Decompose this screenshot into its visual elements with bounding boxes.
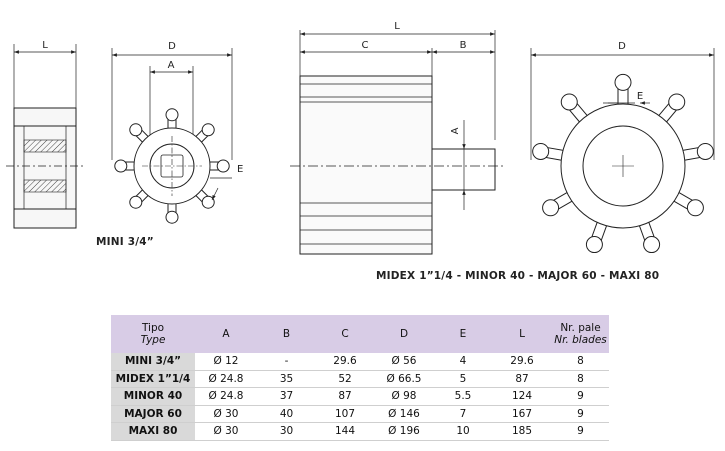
cell-d: Ø 98: [374, 387, 434, 406]
cell-l: 185: [492, 422, 552, 441]
cell-c: 87: [316, 387, 374, 406]
dimensions-table: Tipo Type A B C D E L Nr. pale Nr. blade…: [111, 315, 609, 441]
big-side-label-a: A: [450, 127, 461, 134]
cell-type: MAJOR 60: [111, 405, 195, 423]
cell-b: 35: [257, 370, 316, 388]
table-header-row: Tipo Type A B C D E L Nr. pale Nr. blade…: [111, 315, 609, 353]
header-blades-en: Nr. blades: [554, 334, 607, 346]
mini-impeller-blade-tip: [216, 159, 230, 173]
big-side-label-l: L: [394, 21, 400, 32]
table-row: MINOR 40 Ø 24.8 37 87 Ø 98 5.5 124 9: [111, 387, 609, 406]
cell-c: 144: [316, 422, 374, 441]
cell-d: Ø 146: [374, 405, 434, 423]
mini-front-label-a: A: [168, 60, 175, 71]
cell-d: Ø 56: [374, 353, 434, 371]
table-row: MAJOR 60 Ø 30 40 107 Ø 146 7 167 9: [111, 405, 609, 423]
cell-c: 107: [316, 405, 374, 423]
cell-e: 5: [434, 370, 492, 388]
cell-type: MIDEX 1”1/4: [111, 370, 195, 388]
header-type: Tipo Type: [111, 315, 195, 353]
big-impeller-blade-tip: [668, 93, 686, 111]
technical-drawing: L D A E L: [6, 21, 715, 255]
big-side-label-b: B: [460, 40, 467, 51]
big-side-label-c: C: [362, 40, 369, 51]
cell-a: Ø 30: [195, 422, 257, 441]
mini-impeller-hub: [133, 127, 211, 205]
big-impeller-blade-tip: [643, 236, 661, 254]
cell-type: MAXI 80: [111, 422, 195, 441]
cell-a: Ø 24.8: [195, 370, 257, 388]
cell-e: 10: [434, 422, 492, 441]
cell-d: Ø 66.5: [374, 370, 434, 388]
mini-front-view: [111, 48, 233, 224]
big-front-view: [530, 48, 715, 254]
header-type-it: Tipo: [141, 322, 165, 334]
cell-a: Ø 24.8: [195, 387, 257, 406]
cell-l: 167: [492, 405, 552, 423]
big-impeller-blade-tip: [585, 236, 603, 254]
cell-type: MINOR 40: [111, 387, 195, 406]
mini-impeller-blade-tip: [201, 195, 215, 209]
table-row: MINI 3/4” Ø 12 - 29.6 Ø 56 4 29.6 8: [111, 353, 609, 371]
big-impeller-blade-tip: [686, 199, 704, 217]
mini-side-view: [6, 44, 84, 229]
mini-impeller-blade-tip: [129, 123, 143, 137]
header-d: D: [374, 315, 434, 353]
cell-type: MINI 3/4”: [111, 353, 195, 371]
header-l: L: [492, 315, 552, 353]
cell-e: 4: [434, 353, 492, 371]
mini-impeller-blade-tip: [165, 210, 179, 224]
mini-impeller-blade-tip: [129, 195, 143, 209]
cell-blades: 9: [552, 405, 609, 423]
table-row: MAXI 80 Ø 30 30 144 Ø 196 10 185 9: [111, 422, 609, 441]
big-impeller-blade-tip: [614, 73, 632, 91]
header-type-en: Type: [140, 334, 166, 346]
cell-e: 7: [434, 405, 492, 423]
caption-mini: MINI 3/4”: [96, 236, 154, 248]
table-row: MIDEX 1”1/4 Ø 24.8 35 52 Ø 66.5 5 87 8: [111, 370, 609, 388]
big-impeller-blade-tip: [696, 142, 714, 160]
cell-blades: 8: [552, 370, 609, 388]
header-blades: Nr. pale Nr. blades: [552, 315, 609, 353]
cell-l: 29.6: [492, 353, 552, 371]
header-c: C: [316, 315, 374, 353]
cell-e: 5.5: [434, 387, 492, 406]
mini-front-label-d: D: [168, 41, 176, 52]
header-b: B: [257, 315, 316, 353]
cell-a: Ø 30: [195, 405, 257, 423]
cell-blades: 8: [552, 353, 609, 371]
cell-l: 124: [492, 387, 552, 406]
caption-big-models: MIDEX 1”1/4 - MINOR 40 - MAJOR 60 - MAXI…: [376, 270, 660, 282]
cell-c: 29.6: [316, 353, 374, 371]
mini-side-label-l: L: [42, 40, 48, 51]
cell-b: 37: [257, 387, 316, 406]
cell-b: -: [257, 353, 316, 371]
big-impeller-blade-tip: [532, 142, 550, 160]
mini-impeller-blade-tip: [165, 108, 179, 122]
cell-blades: 9: [552, 422, 609, 441]
cell-a: Ø 12: [195, 353, 257, 371]
header-a: A: [195, 315, 257, 353]
header-e: E: [434, 315, 492, 353]
cell-b: 30: [257, 422, 316, 441]
big-side-view: [290, 30, 505, 255]
cell-d: Ø 196: [374, 422, 434, 441]
header-blades-it: Nr. pale: [560, 322, 601, 334]
big-impeller-blade-tip: [560, 93, 578, 111]
big-front-label-d: D: [618, 41, 626, 52]
cell-b: 40: [257, 405, 316, 423]
mini-impeller-blade-tip: [201, 123, 215, 137]
big-front-label-e: E: [637, 91, 643, 102]
mini-front-label-e: E: [237, 164, 243, 175]
mini-impeller-blade-tip: [114, 159, 128, 173]
cell-c: 52: [316, 370, 374, 388]
cell-l: 87: [492, 370, 552, 388]
big-impeller-blade-tip: [542, 199, 560, 217]
cell-blades: 9: [552, 387, 609, 406]
